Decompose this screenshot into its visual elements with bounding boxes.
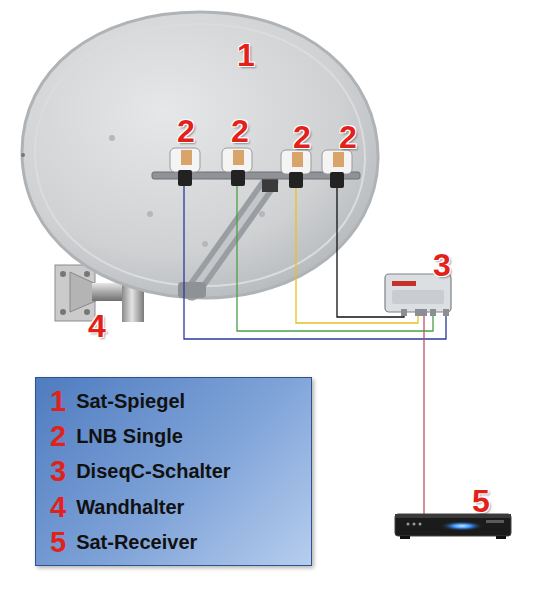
sat-receiver [395, 514, 511, 539]
arm-tube [192, 182, 270, 292]
lnb-feedhorn [322, 150, 352, 174]
dish-hole [147, 211, 153, 217]
dish-hole [259, 211, 265, 217]
legend-label: Wandhalter [76, 492, 297, 522]
lnb-group [170, 148, 352, 188]
dish-reflector [22, 12, 378, 298]
receiver-led [413, 523, 416, 526]
callout-number: 2 [339, 121, 357, 153]
callout-number: 3 [433, 249, 451, 281]
lnb-body [178, 170, 192, 186]
legend-label: Sat-Receiver [76, 527, 297, 557]
switch-port [430, 309, 436, 316]
switch-port [421, 309, 427, 316]
lnb-body [231, 170, 245, 186]
receiver-foot [400, 536, 410, 539]
lnb-feedhorn [281, 150, 311, 174]
dish-hole [202, 241, 208, 247]
callout-number: 4 [88, 310, 106, 342]
cable-green [237, 186, 433, 331]
lnb-body [289, 172, 303, 188]
lnb-cap [181, 150, 192, 165]
legend-label: DiseqC-Schalter [76, 456, 297, 486]
receiver-foot [496, 536, 506, 539]
legend-number: 1 [50, 386, 66, 416]
lnb [170, 148, 200, 186]
legend-number: 5 [50, 527, 66, 557]
lnb-body [330, 172, 344, 188]
lnb [281, 150, 311, 188]
receiver-body [395, 514, 511, 536]
plate-hole [60, 309, 66, 315]
lnb-feedhorn [222, 148, 252, 172]
legend-number: 4 [50, 492, 66, 522]
callout-number: 5 [472, 485, 490, 517]
cable-red [423, 316, 424, 514]
receiver-led [407, 523, 410, 526]
legend-label: LNB Single [76, 421, 297, 451]
lnb-cap [233, 150, 244, 165]
callout-number: 1 [237, 39, 255, 71]
arm-holder [262, 178, 278, 192]
switch-port [415, 309, 421, 316]
legend-box: 1 Sat-Spiegel 2 LNB Single 3 DiseqC-Schalter 4… [35, 377, 312, 566]
switch-port [443, 309, 449, 316]
feed-arm [178, 178, 278, 298]
receiver-led [419, 523, 422, 526]
cable-blue [184, 186, 446, 339]
lnb [222, 148, 252, 186]
arm-clamp [178, 282, 206, 298]
legend-number: 2 [50, 421, 66, 451]
receiver-light [440, 521, 484, 531]
lnb-cap [292, 152, 303, 167]
lnb-cap [333, 152, 344, 167]
callout-number: 2 [177, 115, 195, 147]
lnb-feedhorn [170, 148, 200, 172]
legend-number: 3 [50, 456, 66, 486]
dish-rim [35, 24, 365, 286]
legend-label: Sat-Spiegel [76, 386, 297, 416]
arm-highlight [192, 182, 270, 292]
switch-port [401, 309, 407, 316]
switch-brand [392, 281, 416, 286]
callout-number: 2 [293, 121, 311, 153]
plate-hole [84, 271, 90, 277]
receiver-logo [486, 520, 504, 523]
dish-hole [109, 135, 115, 141]
lnb [322, 150, 352, 188]
plate-hole [60, 271, 66, 277]
receiver-top [395, 514, 511, 518]
dish-hole [21, 153, 25, 157]
dish [21, 12, 378, 298]
bracket-pipe [92, 283, 126, 301]
callout-number: 2 [231, 115, 249, 147]
switch-panel [392, 290, 444, 304]
